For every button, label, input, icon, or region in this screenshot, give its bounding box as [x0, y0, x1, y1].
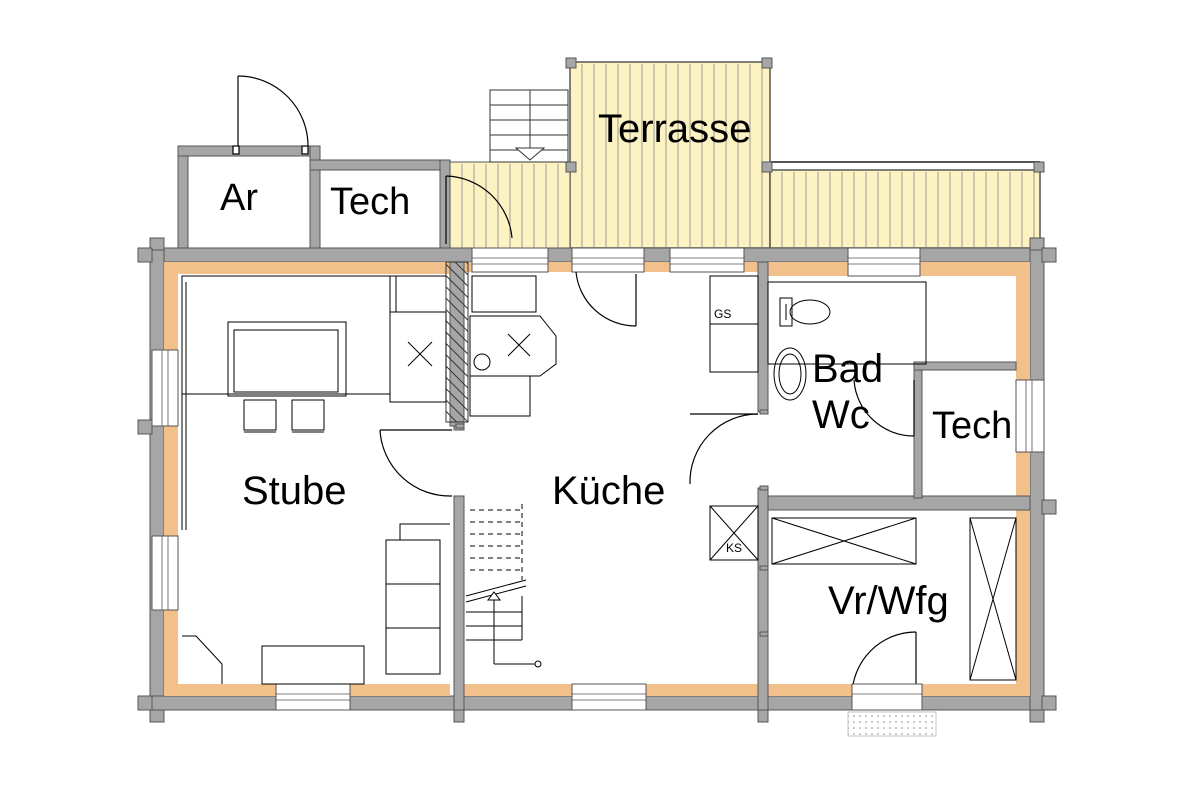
door-jambs: [455, 409, 769, 637]
room-label-tech-right: Tech: [932, 405, 1012, 447]
wardrobe: [771, 517, 917, 565]
corner-cabinet: [182, 635, 223, 684]
interior-stairs: [465, 504, 542, 668]
sofa: [181, 275, 391, 395]
closet: [969, 517, 1017, 681]
window: [571, 247, 645, 273]
fridge: [709, 505, 759, 561]
kueche-furniture: [469, 275, 759, 561]
bench: [385, 539, 441, 675]
terrace-post: [565, 57, 577, 69]
room-label-stube: Stube: [242, 469, 347, 513]
entrance-step: [847, 711, 937, 737]
room-label-kueche: Küche: [552, 469, 665, 513]
annex-walls: [177, 145, 451, 249]
fixture-label-gs: GS: [714, 307, 731, 321]
tech-top-door[interactable]: [445, 175, 513, 244]
window: [151, 535, 179, 611]
kueche-terrace-door[interactable]: [575, 271, 637, 327]
terrace-post: [761, 57, 773, 69]
window: [1015, 379, 1045, 453]
bad-door[interactable]: [853, 379, 915, 437]
terrace-post: [1033, 161, 1045, 173]
window: [471, 247, 549, 273]
window: [847, 247, 921, 277]
terrace-stairs: [489, 89, 569, 163]
toilet: [779, 297, 831, 327]
entrance-door[interactable]: [851, 631, 923, 711]
terrace-deck-boards: [461, 64, 1035, 248]
window: [571, 683, 647, 711]
tv: [233, 329, 339, 393]
window: [669, 247, 745, 273]
stube-furniture: [181, 275, 450, 685]
fixture-label-ks: KS: [726, 541, 742, 555]
terrace: [449, 57, 1045, 249]
bad-fixtures: [767, 281, 927, 401]
room-label-tech-top: Tech: [330, 181, 410, 223]
stove: [389, 311, 447, 403]
room-label-vrwfg: Vr/Wfg: [828, 579, 949, 623]
room-label-ar: Ar: [220, 177, 258, 219]
armchair: [291, 399, 325, 431]
kueche-hall-door[interactable]: [689, 413, 759, 485]
window: [151, 349, 179, 427]
stube-door[interactable]: [379, 429, 453, 497]
table: [227, 321, 347, 397]
room-label-bad: Bad: [812, 347, 883, 391]
interior-walls: [449, 261, 1031, 711]
terrace-upper-deck: [569, 61, 771, 249]
room-label-wc: Wc: [812, 393, 870, 437]
window-glass-lines: [161, 257, 1033, 701]
window: [275, 683, 351, 711]
sink: [773, 347, 807, 401]
vrwfg-fixtures: [771, 517, 1017, 681]
terrace-post: [761, 161, 773, 173]
terrace-right-deck: [769, 169, 1041, 249]
sideboard: [261, 645, 365, 685]
chimney: [445, 261, 469, 423]
armchair: [243, 399, 277, 431]
windows: [151, 247, 1045, 711]
room-label-terrasse: Terrasse: [598, 107, 751, 151]
terrace-post: [565, 161, 577, 173]
ar-door[interactable]: [232, 75, 309, 155]
